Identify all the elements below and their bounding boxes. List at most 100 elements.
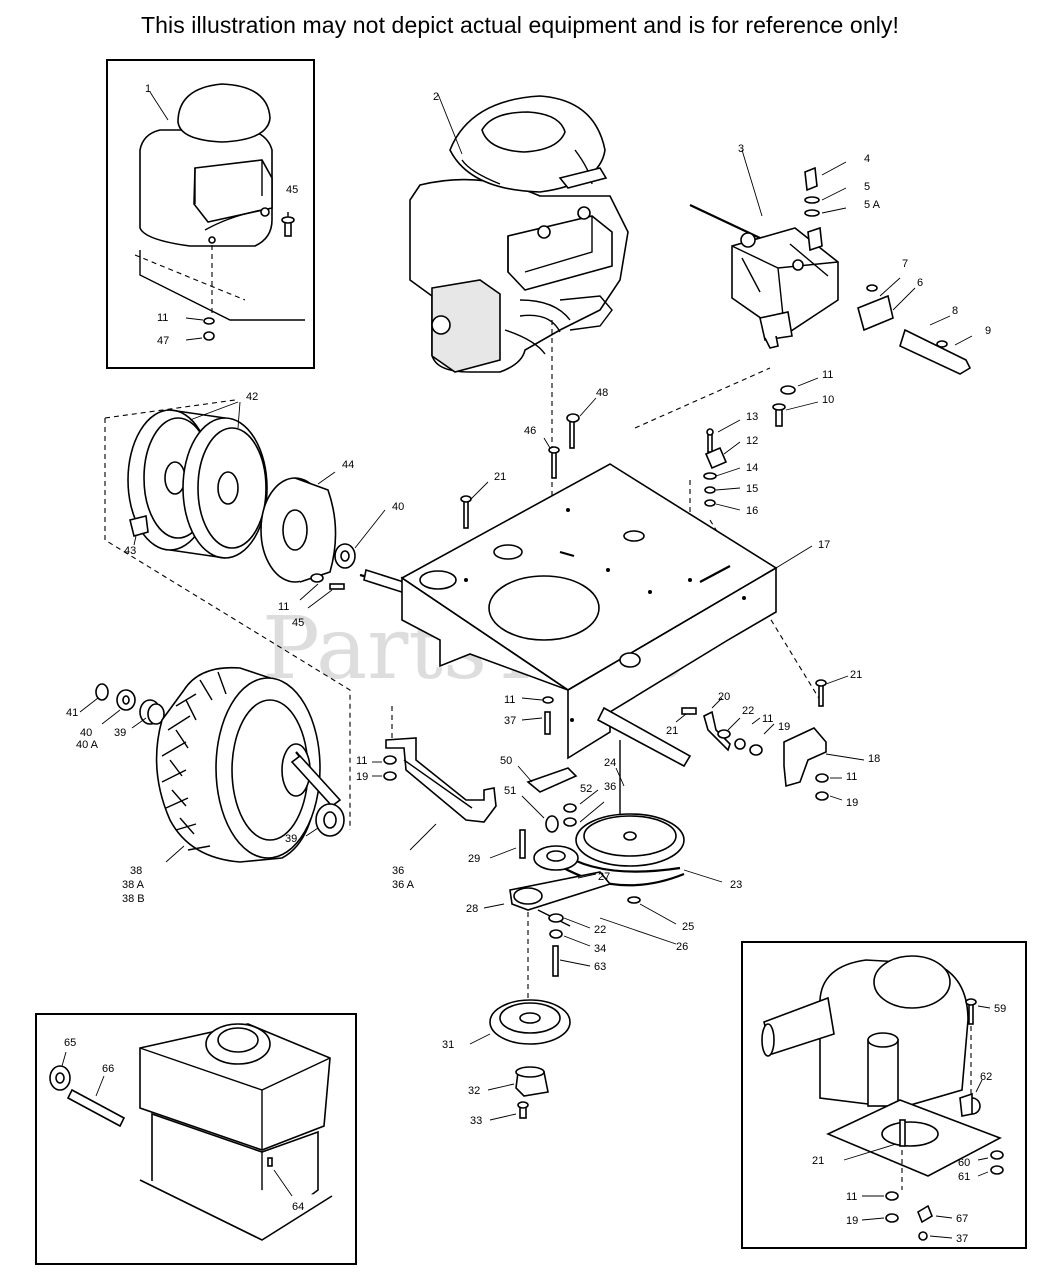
callout-44: 44 [342, 459, 354, 471]
callout-52: 52 [580, 783, 592, 795]
callout-25: 25 [682, 921, 694, 933]
callout-33: 33 [470, 1115, 482, 1127]
callout-22: 22 [742, 705, 754, 717]
callout-32: 32 [468, 1085, 480, 1097]
pulleys-42-44: 42 44 40 43 11 45 [124, 391, 411, 629]
callout-9: 9 [985, 325, 991, 337]
callout-40: 40 [392, 501, 404, 513]
callout-11-center: 11 [504, 694, 515, 706]
engine-2: 2 [409, 91, 629, 650]
belt-drive-23-34: 50 51 52 36 24 29 23 [442, 740, 742, 1127]
callout-23: 23 [730, 879, 742, 891]
wheel-assembly-38: 41 40 40 A 39 39 38 38 A 38 B [66, 666, 345, 905]
callout-42: 42 [246, 391, 258, 403]
callout-67: 67 [956, 1213, 968, 1225]
callout-37: 37 [504, 715, 516, 727]
bracket-36: 11 19 36 36 A 11 37 [356, 694, 554, 891]
callout-50: 50 [500, 755, 512, 767]
callout-38a: 38 A [122, 879, 145, 891]
callout-3: 3 [738, 143, 744, 155]
transmission-3: 3 4 5 5 A 6 7 8 9 [689, 143, 991, 375]
callout-21-inset: 21 [812, 1155, 824, 1167]
callout-8: 8 [952, 305, 958, 317]
inset-engine-1: 1 45 11 47 [106, 59, 315, 369]
frame-17: 17 21 46 48 [400, 387, 830, 768]
callout-37-inset: 37 [956, 1233, 968, 1245]
callout-5a: 5 A [864, 199, 881, 211]
callout-4: 4 [864, 153, 870, 165]
callout-17: 17 [818, 539, 830, 551]
callout-11-right: 11 [822, 369, 833, 381]
callout-38b: 38 B [122, 893, 145, 905]
hardware-10-16: 11 10 13 12 14 15 16 [703, 369, 834, 517]
callout-5: 5 [864, 181, 870, 193]
callout-43: 43 [124, 545, 136, 557]
inset-engine-59: 59 62 21 60 61 11 19 67 37 [741, 941, 1027, 1249]
callout-29: 29 [468, 853, 480, 865]
callout-48: 48 [596, 387, 608, 399]
callout-11-right-3: 11 [846, 771, 857, 783]
construction-line [634, 367, 771, 429]
callout-21-right: 21 [666, 725, 678, 737]
callout-51: 51 [504, 785, 516, 797]
callout-11-bracket: 11 [356, 755, 367, 767]
callout-47: 47 [157, 335, 169, 347]
callout-40-wheel: 40 [80, 727, 92, 739]
callout-6: 6 [917, 277, 923, 289]
callout-11-inset: 11 [846, 1191, 857, 1203]
callout-40a: 40 A [76, 739, 99, 751]
callout-63: 63 [594, 961, 606, 973]
callout-10: 10 [822, 394, 834, 406]
callout-26: 26 [676, 941, 688, 953]
callout-38: 38 [130, 865, 142, 877]
callout-11: 11 [157, 312, 168, 324]
callout-19-bracket: 19 [356, 771, 368, 783]
callout-20: 20 [718, 691, 730, 703]
callout-13: 13 [746, 411, 758, 423]
callout-46: 46 [524, 425, 536, 437]
callout-61: 61 [958, 1171, 970, 1183]
callout-21-far: 21 [850, 669, 862, 681]
callout-60: 60 [958, 1157, 970, 1169]
inset-engine-64: 65 66 64 [35, 1013, 357, 1265]
callout-12: 12 [746, 435, 758, 447]
callout-45-pulley: 45 [292, 617, 304, 629]
callout-41: 41 [66, 707, 78, 719]
callout-15: 15 [746, 483, 758, 495]
callout-24: 24 [604, 757, 616, 769]
construction-line [104, 418, 351, 830]
callout-18: 18 [868, 753, 880, 765]
callout-1: 1 [145, 83, 151, 95]
hardware-18-22: 21 20 22 11 19 21 18 11 19 [666, 669, 880, 809]
callout-22-lower: 22 [594, 924, 606, 936]
callout-28: 28 [466, 903, 478, 915]
callout-36: 36 [392, 865, 404, 877]
callout-2: 2 [433, 91, 439, 103]
callout-19-inset: 19 [846, 1215, 858, 1227]
callout-31: 31 [442, 1039, 454, 1051]
callout-19-right: 19 [778, 721, 790, 733]
callout-59: 59 [994, 1003, 1006, 1015]
callout-36a: 36 A [392, 879, 415, 891]
callout-11-pulley: 11 [278, 601, 289, 613]
construction-line [709, 519, 821, 701]
disclaimer-text: This illustration may not depict actual … [140, 12, 900, 38]
callout-64: 64 [292, 1201, 304, 1213]
callout-39-left: 39 [114, 727, 126, 739]
callout-11-right-2: 11 [762, 713, 773, 725]
callout-21-top: 21 [494, 471, 506, 483]
callout-45: 45 [286, 184, 298, 196]
callout-7: 7 [902, 258, 908, 270]
construction-line [104, 399, 236, 419]
callout-34: 34 [594, 943, 606, 955]
callout-65: 65 [64, 1037, 76, 1049]
callout-66: 66 [102, 1063, 114, 1075]
callout-27: 27 [598, 871, 610, 883]
callout-62: 62 [980, 1071, 992, 1083]
callout-16: 16 [746, 505, 758, 517]
callout-36-idler: 36 [604, 781, 616, 793]
callout-39-right: 39 [285, 833, 297, 845]
callout-14: 14 [746, 462, 758, 474]
